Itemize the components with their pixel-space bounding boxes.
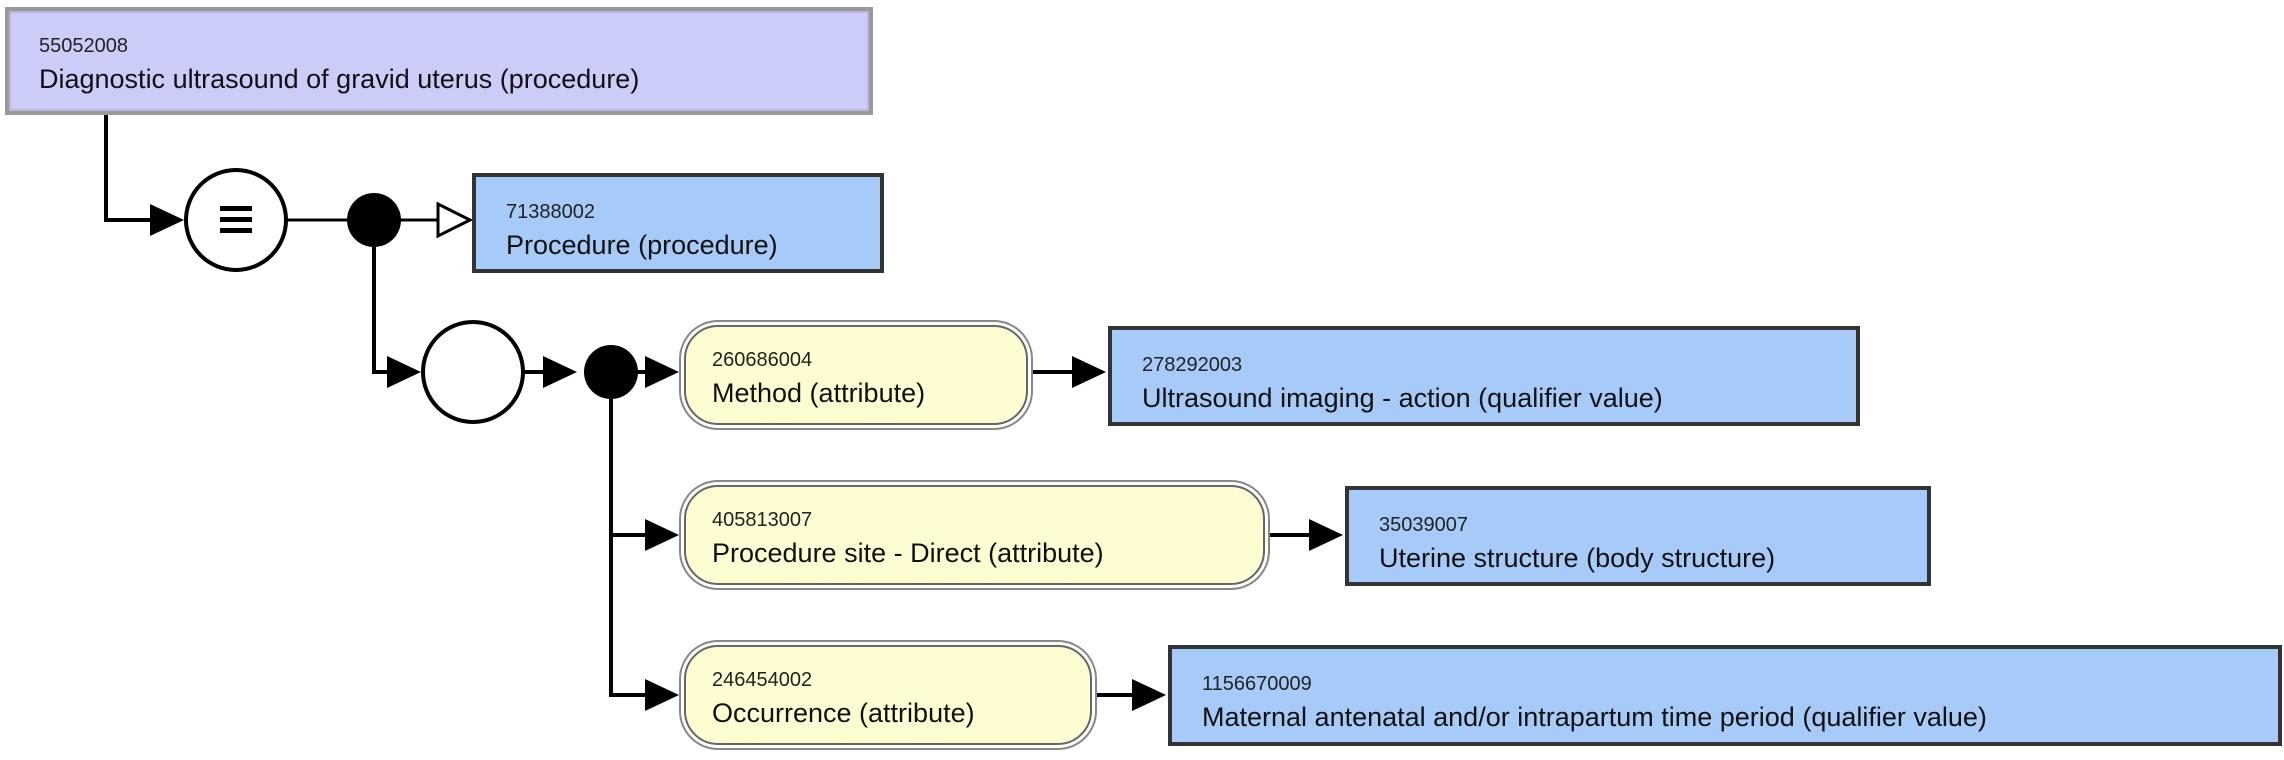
arrowhead-icon bbox=[1132, 679, 1166, 711]
attribute-term: Procedure site - Direct (attribute) bbox=[712, 538, 1104, 568]
concept-id: 71388002 bbox=[506, 201, 595, 223]
value-ultrasound-imaging-box[interactable]: 278292003 Ultrasound imaging - action (q… bbox=[1108, 326, 1860, 426]
value-maternal-time-period-box[interactable]: 1156670009 Maternal antenatal and/or int… bbox=[1168, 645, 2282, 746]
attribute-procedure-site-box[interactable]: 405813007 Procedure site - Direct (attri… bbox=[684, 485, 1265, 585]
concept-id: 35039007 bbox=[1379, 514, 1468, 536]
is-a-arrowhead-icon bbox=[436, 201, 474, 239]
conjunction-icon bbox=[584, 345, 638, 399]
attribute-term: Method (attribute) bbox=[712, 378, 926, 408]
concept-term: Procedure (procedure) bbox=[506, 230, 778, 260]
arrowhead-icon bbox=[1072, 356, 1106, 388]
arrowhead-icon bbox=[1309, 519, 1343, 551]
concept-term: Ultrasound imaging - action (qualifier v… bbox=[1142, 383, 1663, 413]
attribute-term: Occurrence (attribute) bbox=[712, 698, 975, 728]
conjunction-icon bbox=[347, 193, 401, 247]
arrowhead-icon bbox=[645, 356, 679, 388]
arrowhead-icon bbox=[645, 679, 679, 711]
concept-term: Maternal antenatal and/or intrapartum ti… bbox=[1202, 702, 1987, 732]
concept-id: 1156670009 bbox=[1202, 673, 1312, 695]
concept-id: 55052008 bbox=[39, 35, 128, 57]
attribute-id: 405813007 bbox=[712, 509, 813, 531]
connector-dot-to-occurrence bbox=[609, 535, 650, 697]
connector-focus-to-definition bbox=[104, 115, 160, 222]
attribute-method-box[interactable]: 260686004 Method (attribute) bbox=[684, 325, 1028, 425]
arrowhead-icon bbox=[387, 356, 421, 388]
arrowhead-icon bbox=[645, 519, 679, 551]
role-group-icon bbox=[421, 320, 525, 424]
arrowhead-icon bbox=[543, 356, 577, 388]
arrowhead-icon bbox=[150, 204, 184, 236]
attribute-id: 246454002 bbox=[712, 669, 813, 691]
concept-term: Diagnostic ultrasound of gravid uterus (… bbox=[39, 64, 640, 94]
concept-id: 278292003 bbox=[1142, 354, 1243, 376]
attribute-id: 260686004 bbox=[712, 349, 813, 371]
concept-term: Uterine structure (body structure) bbox=[1379, 543, 1776, 573]
parent-concept-box[interactable]: 71388002 Procedure (procedure) bbox=[472, 173, 884, 273]
equivalent-to-icon bbox=[184, 168, 288, 272]
attribute-occurrence-box[interactable]: 246454002 Occurrence (attribute) bbox=[684, 645, 1092, 745]
value-uterine-structure-box[interactable]: 35039007 Uterine structure (body structu… bbox=[1345, 486, 1931, 586]
focus-concept-box[interactable]: 55052008 Diagnostic ultrasound of gravid… bbox=[5, 7, 873, 115]
